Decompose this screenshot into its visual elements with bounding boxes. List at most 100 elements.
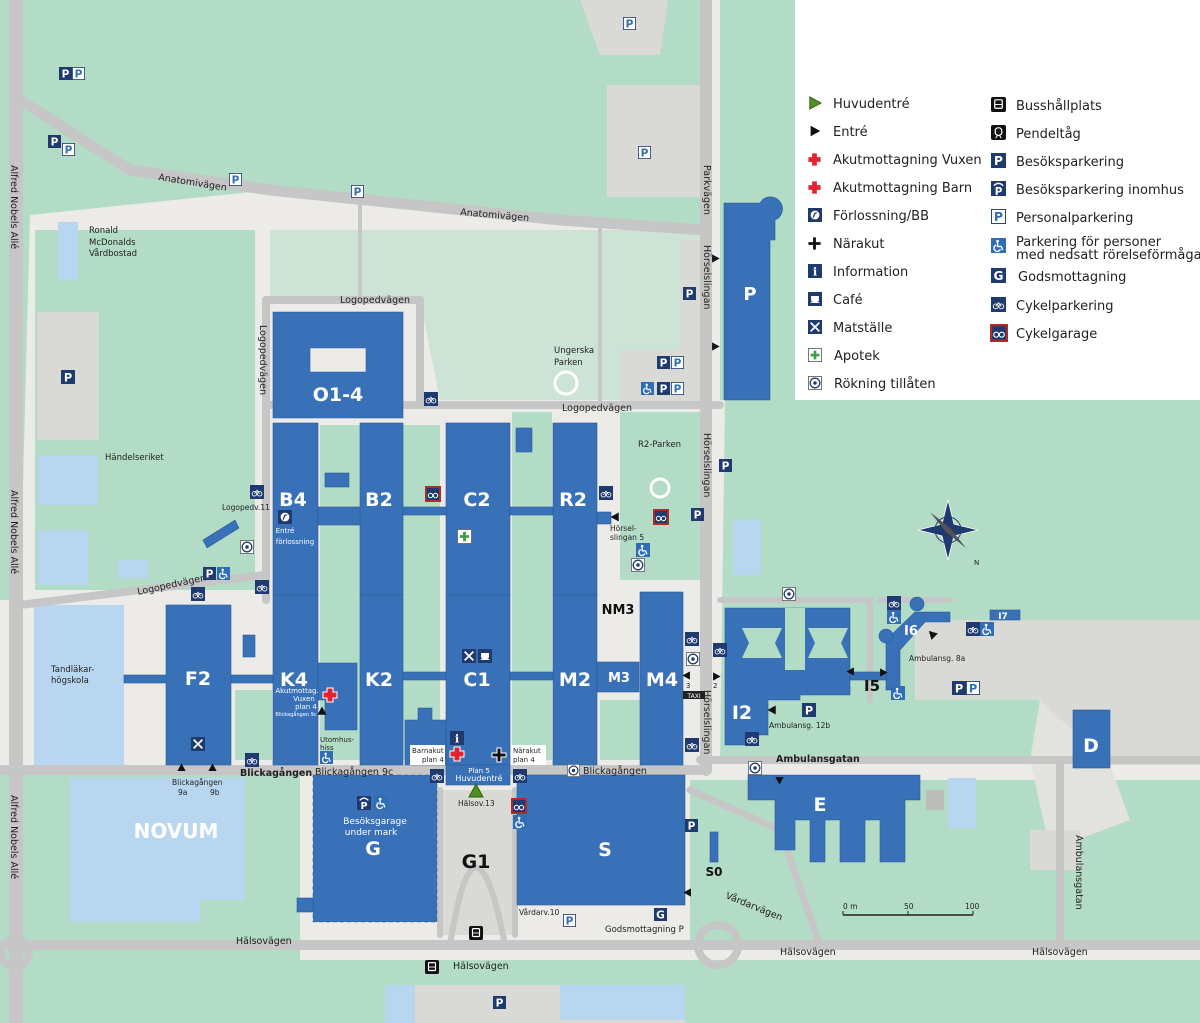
smoking-icon: [567, 764, 580, 777]
bike-parking-icon: [245, 753, 259, 767]
bike-garage-icon: [425, 486, 441, 502]
svg-text:Parkvägen: Parkvägen: [701, 165, 712, 215]
svg-text:3: 3: [686, 682, 690, 690]
parking-icon: [952, 681, 966, 695]
staff-parking-icon: [62, 143, 75, 156]
parking-icon: [685, 819, 698, 832]
building-m3: [596, 661, 640, 693]
label-c1: C1: [463, 669, 490, 691]
parking-icon: [657, 382, 670, 395]
svg-text:9b: 9b: [210, 788, 220, 797]
smoking-icon: [631, 558, 645, 572]
svg-text:Cykelgarage: Cykelgarage: [1016, 327, 1097, 342]
accessible-parking-icon: [887, 610, 901, 624]
label-f2: F2: [185, 668, 211, 690]
svg-text:Parkering för personer: Parkering för personer: [1016, 235, 1162, 250]
svg-text:Blickagången: Blickagången: [583, 766, 647, 777]
svg-text:Akutmottagning Barn: Akutmottagning Barn: [833, 181, 972, 196]
svg-text:0 m: 0 m: [843, 902, 857, 911]
building-b2: [359, 422, 404, 596]
staff-parking-icon: [229, 173, 242, 186]
svg-text:Godsmottagning P: Godsmottagning P: [605, 925, 684, 935]
svg-text:Rökning tillåten: Rökning tillåten: [834, 377, 936, 392]
cutlery-icon: [462, 649, 476, 663]
parking-icon: [683, 287, 696, 300]
parking-icon: [59, 67, 72, 80]
info-icon: [808, 264, 822, 278]
building-p-garage: [723, 196, 783, 401]
bus-icon: [991, 97, 1006, 112]
building-d: [1072, 709, 1111, 769]
svg-text:Blickagången 9c: Blickagången 9c: [275, 711, 316, 718]
svg-text:Alfred Nobels Allé: Alfred Nobels Allé: [8, 165, 19, 249]
svg-text:Vårdarv.10: Vårdarv.10: [519, 908, 560, 917]
parking-icon: [657, 356, 670, 369]
cutlery-icon: [808, 320, 822, 334]
bike-parking-icon: [713, 643, 727, 657]
scale-bar: 0 m 50 100: [842, 902, 980, 916]
svg-text:Tandläkar-: Tandläkar-: [50, 665, 94, 675]
building-s0: [709, 831, 719, 863]
entrance-triangle-icon: [610, 512, 619, 522]
svg-text:Händelseriket: Händelseriket: [105, 453, 164, 463]
building-b4: [272, 422, 319, 596]
building-m4: [639, 591, 684, 766]
svg-text:Närakut: Närakut: [833, 237, 884, 252]
svg-text:Hälsov.13: Hälsov.13: [458, 799, 495, 808]
svg-text:med nedsatt rörelseförmåga: med nedsatt rörelseförmåga: [1016, 248, 1200, 263]
svg-text:Personalparkering: Personalparkering: [1016, 211, 1133, 226]
maternity-icon: [278, 510, 292, 524]
svg-text:Ambulansgatan: Ambulansgatan: [1073, 835, 1084, 910]
svg-text:Café: Café: [833, 293, 863, 308]
parking-icon: [61, 370, 75, 384]
entrance-triangle-icon: [682, 671, 690, 680]
building-i7: [989, 609, 1021, 621]
maternity-icon: [808, 208, 822, 222]
paved-areas: [37, 0, 1200, 1023]
label-m3: M3: [608, 671, 630, 686]
svg-text:N: N: [974, 559, 979, 567]
svg-text:Busshållplats: Busshållplats: [1016, 99, 1102, 114]
svg-text:Logopedvägen: Logopedvägen: [340, 295, 410, 306]
parking-icon: [691, 508, 704, 521]
cafe-icon: [478, 649, 492, 663]
svg-text:plan 4: plan 4: [295, 703, 317, 711]
building-c2: [445, 422, 511, 596]
bike-garage-icon: [653, 509, 669, 525]
entrance-triangle-icon: [712, 254, 720, 263]
svg-text:Ronald: Ronald: [89, 226, 118, 236]
svg-text:Blickagången: Blickagången: [240, 768, 312, 779]
svg-text:Hälsovägen: Hälsovägen: [236, 936, 292, 947]
accessible-parking-icon: [980, 622, 994, 636]
outdoor-elevator-icon: [320, 751, 333, 764]
svg-text:Matställe: Matställe: [833, 321, 892, 336]
bus-icon: [469, 926, 483, 940]
staff-parking-icon: [966, 681, 980, 695]
svg-text:högskola: högskola: [51, 676, 89, 686]
svg-text:förlossning: förlossning: [276, 538, 314, 546]
svg-text:Ambulansg. 8a: Ambulansg. 8a: [909, 654, 965, 663]
staff-parking-icon: [72, 67, 85, 80]
pharmacy-icon: [457, 529, 472, 544]
entrance-triangle-icon: [713, 672, 721, 681]
bike-parking-icon: [599, 486, 613, 500]
building-o1-4: [272, 311, 404, 419]
bike-parking-icon: [250, 485, 264, 499]
accessible-parking-icon: [513, 815, 527, 829]
building-k4-annex: [317, 662, 358, 731]
label-m4: M4: [646, 669, 678, 691]
building-r2: [552, 422, 598, 596]
svg-text:Hälsovägen: Hälsovägen: [1032, 947, 1088, 958]
staff-parking-icon: [671, 356, 684, 369]
staff-parking-icon: [991, 209, 1006, 224]
svg-text:2: 2: [713, 682, 717, 690]
building-i6: [885, 611, 951, 691]
svg-text:Vuxen: Vuxen: [293, 695, 314, 703]
staff-parking-icon: [623, 17, 636, 30]
cafe-cup-icon: [808, 292, 822, 306]
label-c2: C2: [463, 489, 490, 511]
pharmacy-cross-icon: [808, 348, 822, 362]
bike-garage-icon: [511, 798, 527, 814]
label-e: E: [814, 794, 827, 816]
